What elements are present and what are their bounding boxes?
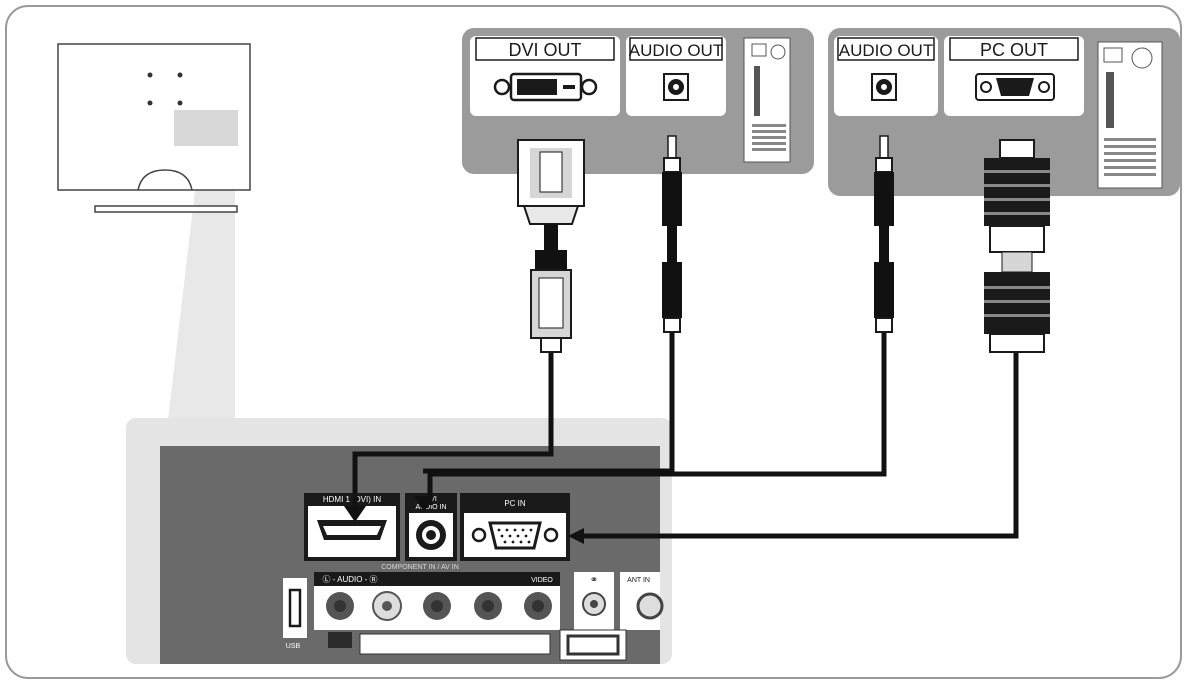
audio-lr-label: Ⓛ - AUDIO - Ⓡ [322, 575, 377, 584]
dvi-out-label: DVI OUT [508, 40, 581, 60]
tv-stand-neck [137, 169, 193, 191]
dvi-hdmi-cable [352, 350, 554, 508]
pc-output-box-right: AUDIO OUT PC OUT [828, 28, 1180, 196]
pc-tower-right [1097, 41, 1163, 189]
vga-cable [582, 350, 1019, 539]
scart-port [359, 633, 551, 655]
video-label: VIDEO [531, 577, 553, 584]
pc-out-label: PC OUT [980, 40, 1048, 60]
audio-out-label-right: AUDIO OUT [839, 41, 933, 60]
pc-tower-left [743, 37, 791, 163]
pc-output-box-left: DVI OUT AUDIO OUT [462, 28, 814, 174]
pc-in-vga-port [488, 521, 542, 550]
audio-out-label-left: AUDIO OUT [629, 41, 723, 60]
rca-plug-right [874, 135, 894, 333]
dvi-out-port [493, 72, 598, 102]
dvi-cable-connector [517, 139, 585, 353]
usb-port [283, 578, 307, 638]
antenna-jack [636, 592, 664, 620]
cables [352, 330, 1019, 539]
audio-cable-left [423, 330, 675, 474]
zoom-beam [168, 148, 235, 420]
tv-port-area [174, 110, 238, 146]
tv-rear-panel: HDMI 1 (DVI) IN DVI AUDIO IN PC IN COMPO… [126, 418, 672, 664]
tv-stand-base [94, 205, 238, 213]
tv-front-illustration [57, 43, 251, 420]
component-label: COMPONENT IN / AV IN [381, 564, 459, 571]
usb-label: USB [286, 643, 301, 650]
hdmi-label: HDMI 1 (DVI) IN [323, 495, 381, 504]
ant-label: ANT IN [627, 577, 650, 584]
rca-plug-left [662, 135, 682, 333]
component-jacks [326, 591, 552, 621]
dvi-audio-label-2: AUDIO IN [415, 504, 446, 511]
pc-out-vga-port [975, 73, 1055, 101]
pc-in-label: PC IN [504, 499, 526, 508]
audio-cable-right [427, 330, 887, 505]
cable-arrows [344, 496, 584, 544]
svg-text:⚭: ⚭ [590, 575, 598, 586]
vga-cable-connector [984, 139, 1050, 353]
